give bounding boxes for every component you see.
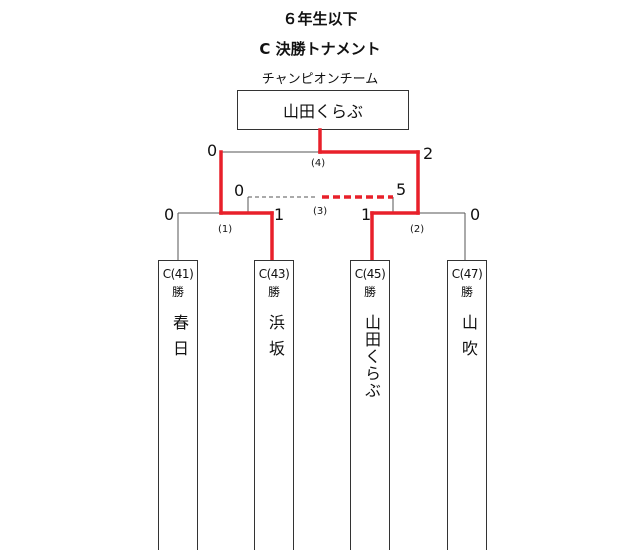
champion-name: 山田くらぶ bbox=[282, 102, 363, 121]
team-name: 山田くらぶ bbox=[362, 314, 381, 399]
final-right-score: 2 bbox=[423, 144, 434, 163]
team-name: 浜坂 bbox=[266, 314, 285, 366]
final-match-number: (4) bbox=[311, 158, 326, 169]
semi1-right-score: 1 bbox=[274, 205, 285, 224]
team-name: 春日 bbox=[170, 314, 189, 366]
third-match-number: (3) bbox=[313, 206, 328, 217]
semi2-match-number: (2) bbox=[410, 224, 425, 235]
champion-label: チャンピオンチーム bbox=[261, 72, 379, 87]
team-result: 勝 bbox=[171, 285, 184, 299]
team-box-2: C(43) 勝 浜坂 bbox=[254, 260, 294, 550]
semi1-match-number: (1) bbox=[218, 224, 233, 235]
team-box-4: C(47) 勝 山吹 bbox=[447, 260, 487, 550]
tournament-title: C 決勝トナメント bbox=[259, 40, 381, 58]
semi1-left-score: 0 bbox=[164, 205, 175, 224]
team-seed: C(43) bbox=[258, 267, 290, 281]
team-result: 勝 bbox=[267, 285, 280, 299]
third-right-score: 5 bbox=[396, 180, 407, 199]
team-seed: C(47) bbox=[451, 267, 483, 281]
team-name: 山吹 bbox=[459, 314, 478, 366]
final-left-score: 0 bbox=[207, 141, 218, 160]
team-result: 勝 bbox=[363, 285, 376, 299]
team-box-1: C(41) 勝 春日 bbox=[158, 260, 198, 550]
grade-heading: ６年生以下 bbox=[282, 10, 358, 28]
third-left-score: 0 bbox=[234, 181, 245, 200]
semi2-right-score: 0 bbox=[470, 205, 481, 224]
team-seed: C(45) bbox=[354, 267, 386, 281]
champion-box: 山田くらぶ bbox=[237, 90, 409, 130]
team-seed: C(41) bbox=[162, 267, 194, 281]
team-result: 勝 bbox=[460, 285, 473, 299]
team-box-3: C(45) 勝 山田くらぶ bbox=[350, 260, 390, 550]
semi2-left-score: 1 bbox=[361, 205, 372, 224]
